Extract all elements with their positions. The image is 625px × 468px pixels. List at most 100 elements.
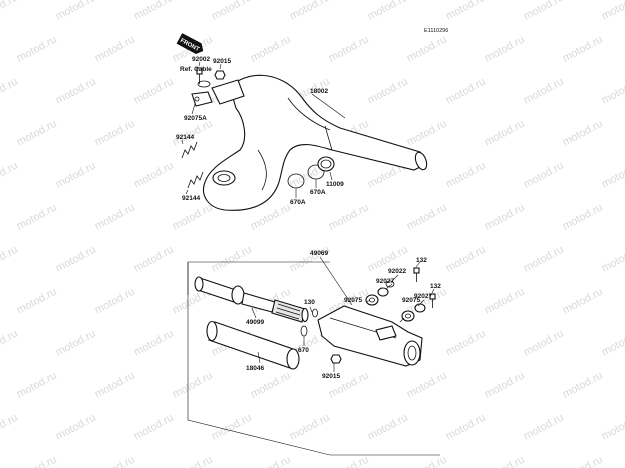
watermark-text: motod.ru	[522, 160, 566, 191]
bolt-132-upper-icon	[413, 267, 420, 282]
label-132-upper: 132	[416, 257, 427, 264]
watermark-text: motod.ru	[93, 202, 137, 233]
clamp-92075A-icon	[191, 91, 213, 107]
label-92027-upper: 92027	[376, 278, 394, 285]
watermark-text: motod.ru	[0, 412, 20, 443]
label-92144-upper: 92144	[176, 134, 194, 141]
watermark-text: motod.ru	[522, 244, 566, 275]
watermark-text: motod.ru	[405, 454, 449, 468]
watermark-text: motod.ru	[444, 244, 488, 275]
watermark-text: motod.ru	[561, 118, 605, 149]
watermark-text: motod.ru	[171, 454, 215, 468]
label-18002: 18002	[310, 88, 328, 95]
watermark-text: motod.ru	[210, 244, 254, 275]
label-11009: 11009	[326, 181, 344, 188]
watermark-text: motod.ru	[15, 118, 59, 149]
collar-92027-upper-icon	[377, 287, 389, 297]
watermark-text: motod.ru	[600, 0, 625, 23]
label-18046: 18046	[246, 365, 264, 372]
watermark-text: motod.ru	[366, 412, 410, 443]
watermark-text: motod.ru	[483, 34, 527, 65]
watermark-text: motod.ru	[0, 160, 20, 191]
watermark-text: motod.ru	[405, 202, 449, 233]
watermark-text: motod.ru	[561, 454, 605, 468]
watermark-text: motod.ru	[600, 244, 625, 275]
watermark-text: motod.ru	[327, 34, 371, 65]
grommet-92075-lower-icon	[401, 310, 415, 322]
watermark-text: motod.ru	[132, 0, 176, 23]
watermark-text: motod.ru	[249, 454, 293, 468]
label-49099: 49099	[246, 319, 264, 326]
watermark-text: motod.ru	[249, 370, 293, 401]
watermark-text: motod.ru	[0, 328, 20, 359]
grommet-92075-upper-icon	[365, 294, 379, 306]
label-92075A: 92075A	[184, 115, 207, 122]
watermark-text: motod.ru	[93, 118, 137, 149]
spring-92144-upper-icon	[181, 141, 198, 159]
watermark-text: motod.ru	[15, 34, 59, 65]
watermark-text: motod.ru	[15, 286, 59, 317]
nut-92015-icon	[214, 70, 226, 80]
label-670A-b: 670A	[310, 189, 326, 196]
watermark-text: motod.ru	[327, 454, 371, 468]
inner-pipe-49099	[194, 276, 276, 313]
diagram-code: E1110296	[424, 28, 448, 34]
watermark-text: motod.ru	[483, 370, 527, 401]
watermark-text: motod.ru	[0, 244, 20, 275]
label-132-lower: 132	[430, 283, 441, 290]
label-130: 130	[304, 299, 315, 306]
seal-11009-icon	[317, 156, 335, 172]
collar-130-icon	[312, 308, 318, 318]
watermark-text: motod.ru	[54, 0, 98, 23]
label-92015-upper: 92015	[213, 58, 231, 65]
label-92027-lower: 92027	[414, 293, 432, 300]
watermark-text: motod.ru	[522, 76, 566, 107]
watermark-text: motod.ru	[54, 244, 98, 275]
watermark-text: motod.ru	[15, 370, 59, 401]
watermark-text: motod.ru	[15, 202, 59, 233]
bolt-132-lower-icon	[429, 293, 436, 308]
watermark-text: motod.ru	[54, 160, 98, 191]
watermark-text: motod.ru	[288, 0, 332, 23]
watermark-text: motod.ru	[522, 328, 566, 359]
watermark-text: motod.ru	[132, 328, 176, 359]
watermark-text: motod.ru	[444, 76, 488, 107]
watermark-text: motod.ru	[522, 0, 566, 23]
watermark-text: motod.ru	[0, 76, 20, 107]
watermark-text: motod.ru	[288, 412, 332, 443]
watermark-text: motod.ru	[93, 454, 137, 468]
watermark-text: motod.ru	[405, 118, 449, 149]
watermark-text: motod.ru	[54, 76, 98, 107]
watermark-text: motod.ru	[210, 0, 254, 23]
watermark-text: motod.ru	[249, 34, 293, 65]
watermark-text: motod.ru	[483, 118, 527, 149]
label-92022: 92022	[388, 268, 406, 275]
watermark-text: motod.ru	[132, 160, 176, 191]
watermark-text: motod.ru	[444, 328, 488, 359]
watermark-text: motod.ru	[561, 202, 605, 233]
silencer-box-outline	[187, 261, 440, 456]
label-92002: 92002	[192, 56, 210, 63]
watermark-text: motod.ru	[444, 0, 488, 23]
watermark-text: motod.ru	[483, 286, 527, 317]
watermark-text: motod.ru	[366, 76, 410, 107]
watermark-text: motod.ru	[444, 160, 488, 191]
watermark-text: motod.ru	[600, 160, 625, 191]
watermark-text: motod.ru	[561, 286, 605, 317]
watermark-text: motod.ru	[522, 412, 566, 443]
watermark-text: motod.ru	[600, 412, 625, 443]
label-92144-lower: 92144	[182, 195, 200, 202]
watermark-text: motod.ru	[405, 34, 449, 65]
watermark-text: motod.ru	[444, 412, 488, 443]
collar-92027-lower-icon	[414, 303, 426, 313]
watermark-text: motod.ru	[171, 370, 215, 401]
watermark-text: motod.ru	[54, 412, 98, 443]
watermark-text: motod.ru	[132, 412, 176, 443]
nut-92015-lower-icon	[330, 354, 342, 364]
cable-ring-icon	[197, 80, 211, 88]
watermark-text: motod.ru	[0, 0, 20, 23]
washer-92022-icon	[385, 280, 395, 288]
watermark-text: motod.ru	[93, 34, 137, 65]
watermark-text: motod.ru	[561, 370, 605, 401]
